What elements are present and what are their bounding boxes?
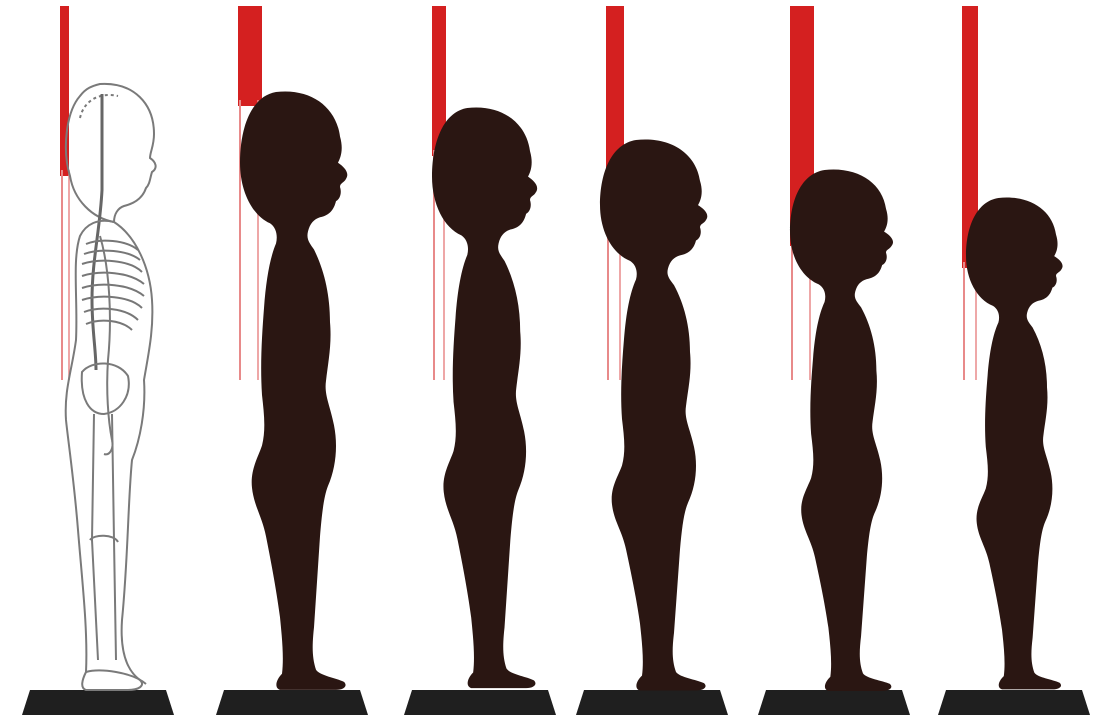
posture-figure-5 bbox=[966, 198, 1063, 690]
plumb-line-6 bbox=[962, 6, 978, 380]
posture-figure-1 bbox=[240, 91, 347, 689]
posture-figure-3 bbox=[600, 139, 707, 690]
platform-4 bbox=[576, 690, 728, 715]
platform-2 bbox=[216, 690, 368, 715]
platform-5 bbox=[758, 690, 910, 715]
skeleton-reference-figure bbox=[66, 84, 156, 690]
platforms bbox=[22, 690, 1090, 715]
posture-figure-2 bbox=[432, 107, 537, 688]
posture-figure-4 bbox=[790, 170, 893, 691]
platform-1 bbox=[22, 690, 174, 715]
platform-3 bbox=[404, 690, 556, 715]
platform-6 bbox=[938, 690, 1090, 715]
plumb-line-1 bbox=[60, 6, 69, 380]
